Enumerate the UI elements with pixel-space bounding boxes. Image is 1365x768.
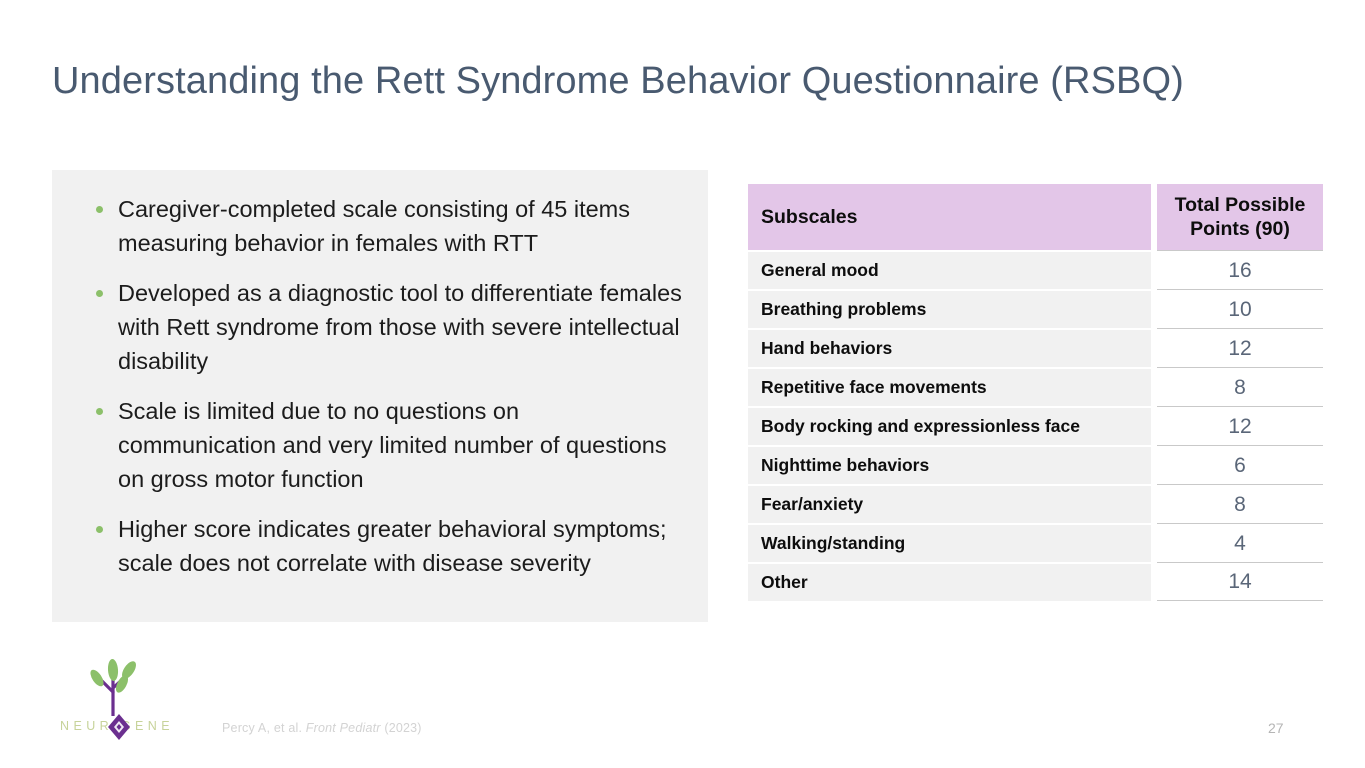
list-item: Higher score indicates greater behaviora… — [74, 512, 682, 580]
bullet-dot-icon — [96, 526, 103, 533]
row-subscale-name: Repetitive face movements — [748, 367, 1151, 406]
table-header-row: Subscales Total Possible Points (90) — [748, 184, 1323, 250]
row-subscale-name: General mood — [748, 250, 1151, 289]
citation-authors: Percy A, et al. — [222, 721, 306, 735]
table-row: Hand behaviors 12 — [748, 328, 1323, 367]
table-row: Other 14 — [748, 562, 1323, 601]
row-subscale-name: Body rocking and expressionless face — [748, 406, 1151, 445]
page-number: 27 — [1268, 720, 1284, 736]
row-gap — [1151, 406, 1157, 445]
row-subscale-name: Walking/standing — [748, 523, 1151, 562]
bullet-text: Scale is limited due to no questions on … — [118, 398, 667, 492]
citation-year: (2023) — [380, 721, 422, 735]
column-header-subscales: Subscales — [748, 184, 1151, 250]
bullet-list: Caregiver-completed scale consisting of … — [74, 192, 682, 580]
bullet-text: Developed as a diagnostic tool to differ… — [118, 280, 682, 374]
row-gap — [1151, 367, 1157, 406]
key-points-panel: Caregiver-completed scale consisting of … — [52, 170, 708, 622]
list-item: Scale is limited due to no questions on … — [74, 394, 682, 496]
bullet-dot-icon — [96, 206, 103, 213]
row-subscale-name: Breathing problems — [748, 289, 1151, 328]
row-points-value: 8 — [1157, 484, 1323, 523]
table-row: Body rocking and expressionless face 12 — [748, 406, 1323, 445]
row-points-value: 6 — [1157, 445, 1323, 484]
row-gap — [1151, 445, 1157, 484]
bullet-text: Caregiver-completed scale consisting of … — [118, 196, 631, 256]
row-points-value: 12 — [1157, 328, 1323, 367]
diamond-icon — [108, 714, 130, 740]
source-citation: Percy A, et al. Front Pediatr (2023) — [222, 721, 422, 735]
list-item: Caregiver-completed scale consisting of … — [74, 192, 682, 260]
plant-sprout-icon — [90, 659, 136, 716]
table-row: Breathing problems 10 — [748, 289, 1323, 328]
table-row: Fear/anxiety 8 — [748, 484, 1323, 523]
table-row: Repetitive face movements 8 — [748, 367, 1323, 406]
row-subscale-name: Other — [748, 562, 1151, 601]
logo-wordmark: NEUR GENE — [52, 714, 182, 740]
column-gap — [1151, 184, 1157, 250]
row-points-value: 8 — [1157, 367, 1323, 406]
neurogene-logo: NEUR GENE — [52, 658, 182, 744]
row-points-value: 10 — [1157, 289, 1323, 328]
list-item: Developed as a diagnostic tool to differ… — [74, 276, 682, 378]
bullet-dot-icon — [96, 290, 103, 297]
bullet-dot-icon — [96, 408, 103, 415]
row-subscale-name: Hand behaviors — [748, 328, 1151, 367]
row-points-value: 16 — [1157, 250, 1323, 289]
table-row: Walking/standing 4 — [748, 523, 1323, 562]
row-gap — [1151, 484, 1157, 523]
row-points-value: 4 — [1157, 523, 1323, 562]
table-body: General mood 16 Breathing problems 10 Ha… — [748, 250, 1323, 601]
row-gap — [1151, 523, 1157, 562]
subscales-table-container: Subscales Total Possible Points (90) Gen… — [748, 184, 1323, 601]
row-points-value: 14 — [1157, 562, 1323, 601]
row-subscale-name: Nighttime behaviors — [748, 445, 1151, 484]
row-subscale-name: Fear/anxiety — [748, 484, 1151, 523]
row-gap — [1151, 289, 1157, 328]
table-row: General mood 16 — [748, 250, 1323, 289]
bullet-text: Higher score indicates greater behaviora… — [118, 516, 667, 576]
page-title: Understanding the Rett Syndrome Behavior… — [52, 60, 1184, 102]
column-header-points: Total Possible Points (90) — [1157, 184, 1323, 250]
table-row: Nighttime behaviors 6 — [748, 445, 1323, 484]
row-points-value: 12 — [1157, 406, 1323, 445]
row-gap — [1151, 562, 1157, 601]
table-header: Subscales Total Possible Points (90) — [748, 184, 1323, 250]
citation-journal: Front Pediatr — [305, 721, 381, 735]
row-gap — [1151, 328, 1157, 367]
subscales-table: Subscales Total Possible Points (90) Gen… — [748, 184, 1323, 601]
row-gap — [1151, 250, 1157, 289]
